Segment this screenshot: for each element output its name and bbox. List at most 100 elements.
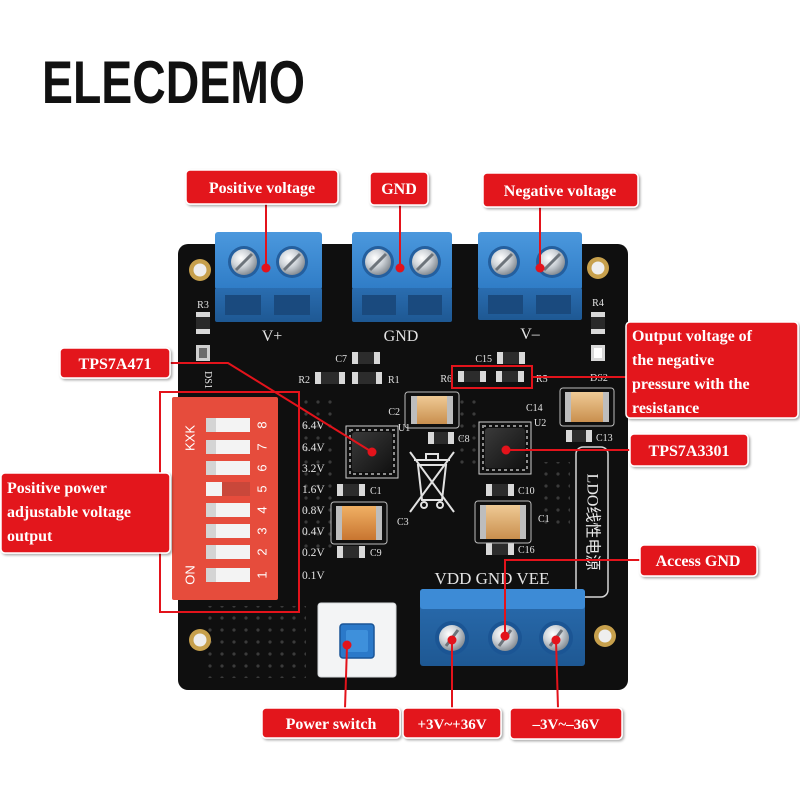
callout-negative-voltage: Negative voltage [482, 172, 639, 208]
silk-c7: C7 [335, 354, 347, 365]
callout-gnd: GND [369, 171, 429, 206]
callout-positive-adjustable: Positive power adjustable voltage output [0, 472, 171, 554]
callout-label: +3V~+36V [417, 717, 486, 733]
silk-c14: C14 [526, 403, 543, 414]
marker-dots [261, 263, 561, 650]
callout-label: –3V~–36V [532, 717, 600, 733]
callout-positive-range: +3V~+36V [402, 707, 502, 739]
board-title-frame: LDO线性电源 [575, 446, 609, 598]
mounting-hole-bottom-right-icon [594, 625, 616, 647]
dip-number: 7 [255, 443, 270, 450]
callout-label-line: output [7, 528, 53, 545]
silk-ds2: DS2 [590, 373, 608, 384]
silk-ds1: DS1 [202, 371, 213, 389]
mounting-hole-bottom-left-icon [189, 629, 211, 651]
silk-r5: R5 [536, 374, 548, 385]
silk-v-minus: V– [520, 326, 541, 343]
capacitor-c9 [337, 546, 365, 558]
voltage-label: 0.1V [302, 570, 325, 582]
callout-label: Access GND [656, 553, 741, 570]
silk-v-plus: V+ [262, 328, 283, 345]
capacitor-c2 [404, 391, 460, 429]
callout-power-switch: Power switch [261, 707, 401, 739]
capacitor-c1 [337, 484, 365, 496]
silk-u1: U1 [398, 423, 410, 434]
capacitor-c8 [428, 432, 454, 444]
capacitor-c3 [330, 501, 388, 545]
brand-logo: ELECDEMO [42, 49, 305, 116]
voltage-label: 6.4V [302, 442, 325, 454]
mounting-hole-top-right-icon [587, 257, 609, 279]
callout-label: GND [381, 181, 417, 198]
voltage-label: 6.4V [302, 420, 325, 432]
capacitor-c7 [352, 352, 380, 364]
capacitor-c16 [486, 543, 514, 555]
capacitor-c15 [497, 352, 525, 364]
leader-lines [170, 204, 640, 709]
terminal-block-input [420, 589, 585, 666]
silk-c8: C8 [458, 434, 470, 445]
dip-voltage-labels: 6.4V 6.4V 3.2V 1.6V 0.8V 0.4V 0.2V 0.1V [302, 420, 325, 582]
callout-negative-output: Output voltage of the negative pressure … [625, 321, 799, 419]
silk-r3: R3 [197, 300, 209, 311]
dip-number: 5 [255, 485, 270, 492]
silk-r1: R1 [388, 375, 400, 386]
silk-vdd-gnd-vee: VDD GND VEE [435, 569, 550, 588]
silk-c16: C16 [518, 545, 535, 556]
capacitor-c13 [566, 430, 592, 442]
voltage-label: 3.2V [302, 463, 325, 475]
callout-positive-voltage: Positive voltage [185, 169, 339, 205]
resistor-r5 [496, 371, 524, 382]
voltage-label: 0.2V [302, 547, 325, 559]
voltage-label: 0.8V [302, 505, 325, 517]
weee-bin-icon [409, 451, 455, 513]
callout-label: Power switch [286, 716, 377, 733]
via-array [540, 462, 570, 532]
voltage-label: 1.6V [302, 484, 325, 496]
callout-label-line: adjustable voltage [7, 504, 131, 521]
mounting-hole-top-left-icon [189, 259, 211, 281]
dip-number: 6 [255, 464, 270, 471]
callout-label-line: the negative [632, 352, 714, 369]
via-array [302, 400, 336, 550]
callout-negative-range: –3V~–36V [509, 707, 623, 740]
callout-label-line: Output voltage of [632, 328, 753, 345]
dip-switch: KXK ON 8 7 6 5 4 3 2 1 [172, 397, 278, 600]
silk-r6: R6 [440, 374, 452, 385]
silk-c1-right: C1 [538, 514, 550, 525]
dip-on-label: ON [183, 565, 198, 585]
callout-access-gnd: Access GND [639, 544, 758, 577]
callout-label-line: Positive power [7, 480, 107, 497]
callout-label: TPS7A471 [79, 356, 152, 373]
capacitor-c10 [486, 484, 514, 496]
callout-tps7a471: TPS7A471 [59, 347, 171, 379]
led-ds2 [591, 345, 605, 361]
resistor-r6 [458, 371, 486, 382]
dip-number: 8 [255, 421, 270, 428]
via-array [206, 606, 306, 678]
terminal-block-gnd [352, 232, 452, 322]
callout-tps7a3301: TPS7A3301 [629, 433, 749, 467]
voltage-label: 0.4V [302, 526, 325, 538]
silk-r2: R2 [298, 375, 310, 386]
silk-c1: C1 [370, 486, 382, 497]
callout-label: Negative voltage [504, 183, 616, 200]
capacitor-c11 [474, 500, 532, 544]
callout-label-line: resistance [632, 400, 699, 417]
terminal-block-positive [215, 232, 322, 322]
via-array [458, 398, 480, 468]
silk-gnd: GND [384, 328, 419, 345]
silk-c13: C13 [596, 433, 613, 444]
dip-number: 4 [255, 506, 270, 513]
callout-label-line: pressure with the [632, 376, 750, 393]
silk-c10: C10 [518, 486, 535, 497]
silk-u2: U2 [534, 418, 546, 429]
dip-number: 1 [255, 571, 270, 578]
terminal-block-negative [478, 232, 582, 320]
resistor-r4 [591, 312, 605, 334]
silk-c2: C2 [388, 407, 400, 418]
dip-number: 3 [255, 527, 270, 534]
resistor-r3 [196, 312, 210, 334]
callout-label: Positive voltage [209, 180, 315, 197]
